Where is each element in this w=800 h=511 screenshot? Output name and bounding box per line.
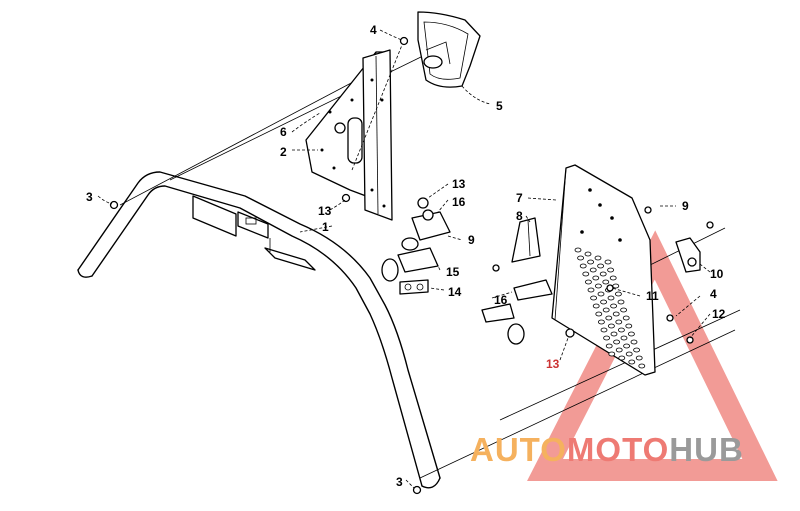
- perforation-hole: [579, 263, 587, 269]
- perforation-hole: [595, 311, 603, 317]
- perforation-hole: [574, 247, 582, 253]
- watermark-auto: AUTO: [470, 431, 567, 468]
- callout-2: 2: [280, 145, 287, 159]
- watermark-moto: MOTO: [567, 431, 669, 468]
- watermark-logo-triangle: [527, 230, 778, 481]
- callout-labels: 4 5 6 2 3 13 1 13 16 7 8 9 9 15 14 16 10…: [86, 23, 726, 489]
- perforation-hole: [597, 263, 604, 269]
- perforation-hole: [620, 307, 627, 313]
- perforation-hole: [585, 279, 592, 285]
- perforation-hole: [628, 359, 636, 365]
- perforation-hole: [577, 255, 584, 261]
- perforation-hole: [623, 343, 630, 349]
- callout-13-lower: 13: [546, 357, 560, 371]
- perforation-hole: [598, 319, 605, 325]
- perforation-hole: [612, 311, 620, 317]
- mirror-cover: [417, 11, 481, 88]
- perforation-hole: [587, 259, 594, 265]
- upper-left-panel: [305, 49, 393, 221]
- perforation-hole: [610, 303, 617, 309]
- perforation-hole: [615, 347, 623, 353]
- perforation-hole: [628, 331, 635, 337]
- callout-10: 10: [710, 267, 724, 281]
- perforation-hole: [604, 259, 612, 265]
- perforation-hole: [609, 275, 617, 281]
- perforation-hole: [615, 291, 622, 297]
- callout-8: 8: [516, 209, 523, 223]
- perforation-hole: [618, 327, 625, 333]
- perforation-hole: [618, 355, 626, 361]
- perforation-hole: [600, 327, 608, 333]
- callout-1: 1: [322, 220, 329, 234]
- callout-6: 6: [280, 125, 287, 139]
- callout-4-top: 4: [370, 23, 377, 37]
- perforation-hole: [597, 291, 605, 297]
- perforation-hole: [589, 267, 597, 273]
- watermark-hub: HUB: [669, 431, 744, 468]
- perforation-hole: [592, 303, 600, 309]
- callout-11: 11: [646, 289, 659, 303]
- perforation-hole: [605, 315, 613, 321]
- perforation-hole: [594, 255, 602, 261]
- perforation-hole: [602, 307, 610, 313]
- perforation-hole: [610, 331, 618, 337]
- callout-4-right: 4: [710, 287, 717, 301]
- callout-16-upper: 16: [452, 195, 466, 209]
- perforation-hole: [605, 343, 613, 349]
- perforation-hole: [625, 323, 633, 329]
- perforation-hole: [587, 287, 595, 293]
- perforation-hole: [608, 351, 616, 357]
- clip-10: [675, 237, 701, 273]
- callout-7: 7: [516, 191, 523, 205]
- perforation-hole: [608, 323, 615, 329]
- perforation-hole: [590, 295, 597, 301]
- perforation-hole: [582, 271, 590, 277]
- roll-bar-tube: [77, 171, 441, 489]
- watermark-wordmark: AUTOMOTOHUB: [470, 431, 744, 468]
- perforated-panel: [551, 164, 656, 376]
- bracket-15: [381, 237, 439, 282]
- perforation-hole: [607, 295, 615, 301]
- perforation-hole: [595, 283, 602, 289]
- callout-16-lower: 16: [494, 293, 508, 307]
- bracket-16-lower: [481, 279, 553, 345]
- perforation-hole: [638, 363, 646, 369]
- leader-lines: [97, 29, 711, 489]
- perforation-hole: [625, 351, 633, 357]
- callout-3-left: 3: [86, 190, 93, 204]
- callout-3-bottom: 3: [396, 475, 403, 489]
- callout-9-right: 9: [682, 199, 689, 213]
- perforation-hole: [630, 339, 638, 345]
- perforation-hole: [584, 251, 592, 257]
- perforation-hole: [620, 335, 628, 341]
- panel-perforations: [574, 247, 646, 369]
- perforation-hole: [633, 347, 640, 353]
- perforation-hole: [635, 355, 643, 361]
- bracket-8: [511, 217, 541, 263]
- bracket-14: [399, 279, 429, 295]
- callout-13-mid: 13: [318, 204, 332, 218]
- fasteners: [109, 36, 714, 495]
- perforation-hole: [592, 275, 600, 281]
- perforation-hole: [599, 271, 607, 277]
- bracket-16-upper: [411, 197, 451, 241]
- perforation-hole: [617, 299, 625, 305]
- perforation-hole: [602, 279, 610, 285]
- callout-9-mid: 9: [468, 233, 475, 247]
- callout-12: 12: [712, 307, 726, 321]
- perforation-hole: [603, 335, 610, 341]
- perforation-hole: [600, 299, 607, 305]
- callout-14: 14: [448, 285, 462, 299]
- callout-5: 5: [496, 99, 503, 113]
- callout-13-upper: 13: [452, 177, 466, 191]
- perforation-hole: [607, 267, 614, 273]
- perforation-hole: [615, 319, 623, 325]
- perforation-hole: [613, 339, 620, 345]
- perforation-hole: [622, 315, 630, 321]
- perforation-hole: [612, 283, 620, 289]
- callout-15: 15: [446, 265, 460, 279]
- svg-text:AUTOMOTOHUB: AUTOMOTOHUB: [470, 431, 744, 468]
